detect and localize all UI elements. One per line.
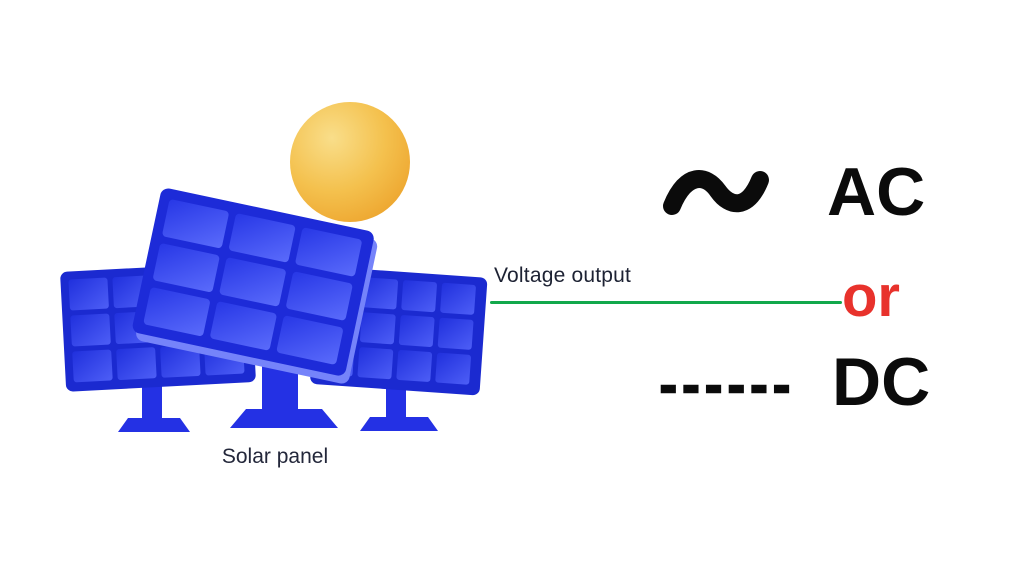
ac-label: AC xyxy=(827,154,926,230)
solar-panel-label: Solar panel xyxy=(221,445,329,468)
dc-label: DC xyxy=(832,344,931,420)
solar-panel-illustration xyxy=(60,102,488,432)
ac-wave-icon xyxy=(663,170,769,215)
voltage-output-label: Voltage output xyxy=(494,264,632,287)
or-label: or xyxy=(842,264,900,329)
dc-dash-symbol: ------ xyxy=(659,357,796,413)
solar-panel-center xyxy=(132,188,378,428)
sun-icon xyxy=(290,102,410,222)
voltage-output-line xyxy=(490,301,842,304)
